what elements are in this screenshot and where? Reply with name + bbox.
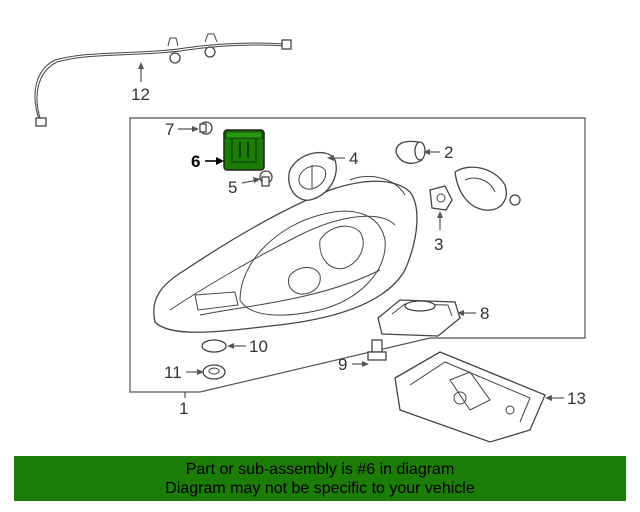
callout-8: 8 [480, 304, 489, 323]
gasket-part-10[interactable] [201, 339, 227, 353]
callout-11: 11 [164, 363, 182, 382]
led-module-part-8[interactable] [377, 299, 461, 337]
callout-12: 12 [131, 85, 150, 104]
callout-9: 9 [338, 355, 347, 374]
callout-4: 4 [349, 149, 358, 168]
screw-part-5[interactable] [259, 170, 273, 187]
assembly-outline [129, 117, 586, 393]
bulb-socket-part-4[interactable] [288, 151, 337, 201]
rear-cover [454, 166, 521, 211]
callout-10: 10 [249, 337, 268, 356]
actuator-part-2[interactable] [395, 140, 426, 164]
callout-5: 5 [228, 178, 237, 197]
grommet-part-11[interactable] [202, 364, 226, 380]
parts-diagram: 1 2 3 4 5 6 7 8 9 10 11 12 13 [34, 33, 586, 443]
control-module-part-6[interactable] [223, 129, 265, 171]
callout-6: 6 [191, 152, 200, 171]
callout-3: 3 [434, 235, 443, 254]
callout-7: 7 [165, 120, 174, 139]
callout-2: 2 [444, 143, 453, 162]
banner-line-2: Diagram may not be specific to your vehi… [165, 479, 475, 497]
callout-13: 13 [567, 389, 586, 408]
diagram-notice-banner: Part or sub-assembly is #6 in diagram Di… [14, 456, 626, 501]
bracket-part-3[interactable] [429, 185, 453, 211]
headlamp-housing-part-1[interactable] [153, 176, 418, 333]
banner-line-1: Part or sub-assembly is #6 in diagram [185, 460, 455, 478]
housing-base-part-13[interactable] [394, 351, 546, 443]
wiring-harness-part-12[interactable] [34, 33, 292, 127]
screw-part-7[interactable] [199, 121, 213, 135]
callout-1: 1 [179, 399, 188, 418]
bolt-part-9[interactable] [367, 339, 387, 361]
